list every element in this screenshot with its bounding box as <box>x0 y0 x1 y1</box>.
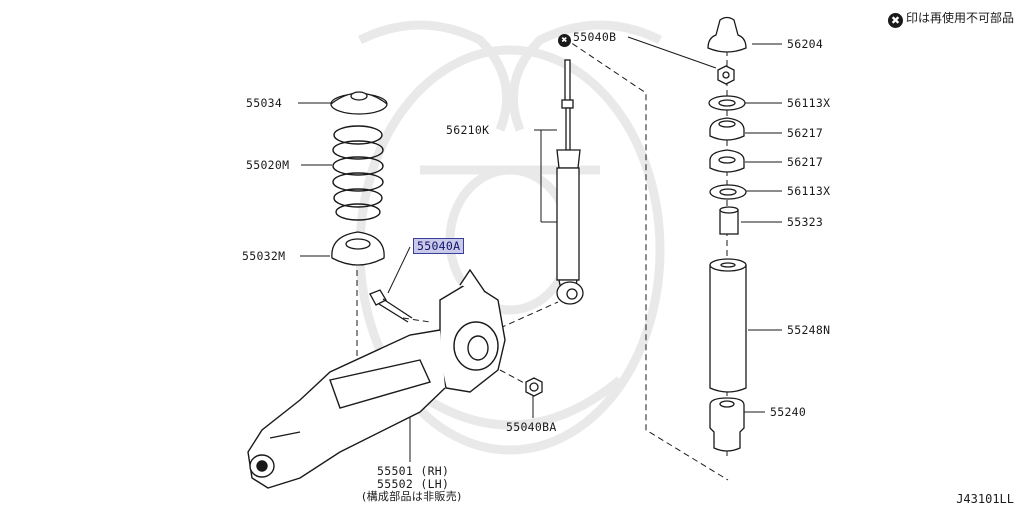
part-label-55040b[interactable]: ✖55040B <box>558 30 616 47</box>
upper-spring-seat <box>330 91 388 115</box>
bump-stop-55240 <box>709 397 745 452</box>
part-label-55240[interactable]: 55240 <box>770 405 807 419</box>
part-label-56113x-top[interactable]: 56113X <box>787 96 831 110</box>
part-label-55323[interactable]: 55323 <box>787 215 824 229</box>
diagram-code: J43101LL <box>956 492 1014 506</box>
part-label-55040a-selected[interactable]: 55040A <box>413 238 465 254</box>
bushing-56217-top <box>709 117 745 141</box>
reuse-note: ✖印は再使用不可部品 <box>887 9 1014 28</box>
part-label-55020m[interactable]: 55020M <box>246 158 290 172</box>
part-label-56210k[interactable]: 56210K <box>446 123 490 137</box>
part-label-55248n[interactable]: 55248N <box>787 323 831 337</box>
sleeve-55323 <box>719 206 739 235</box>
x-mark-icon: ✖ <box>887 13 903 28</box>
part-label-56113x-bottom[interactable]: 56113X <box>787 184 831 198</box>
part-note-not-sold: (構成部品は非販売) <box>362 490 462 503</box>
part-label-56217-bottom[interactable]: 56217 <box>787 155 824 169</box>
part-label-55040b-text: 55040B <box>573 30 617 44</box>
reuse-note-text: 印は再使用不可部品 <box>905 11 1014 25</box>
shock-absorber <box>556 59 584 305</box>
part-label-55032m[interactable]: 55032M <box>242 249 286 263</box>
part-label-55502[interactable]: 55502 (LH) <box>377 477 450 491</box>
nut-55040b <box>717 65 735 85</box>
bump-cap-56204 <box>707 16 747 53</box>
coil-spring <box>332 125 384 221</box>
part-label-55034[interactable]: 55034 <box>246 96 283 110</box>
dust-cover-55248n <box>709 258 747 393</box>
part-label-56204[interactable]: 56204 <box>787 37 824 51</box>
part-label-55501[interactable]: 55501 (RH) <box>377 464 450 478</box>
part-label-55040ba[interactable]: 55040BA <box>506 420 557 434</box>
bushing-56217-bottom <box>709 149 745 173</box>
x-mark-icon: ✖ <box>558 34 571 47</box>
washer-56113x-bottom <box>709 184 747 200</box>
washer-56113x-top <box>708 95 746 111</box>
knuckle-assembly <box>247 268 506 489</box>
lower-spring-seat <box>331 231 385 266</box>
bolt-55040a <box>369 289 413 323</box>
part-label-56217-top[interactable]: 56217 <box>787 126 824 140</box>
nut-55040ba <box>525 377 543 397</box>
